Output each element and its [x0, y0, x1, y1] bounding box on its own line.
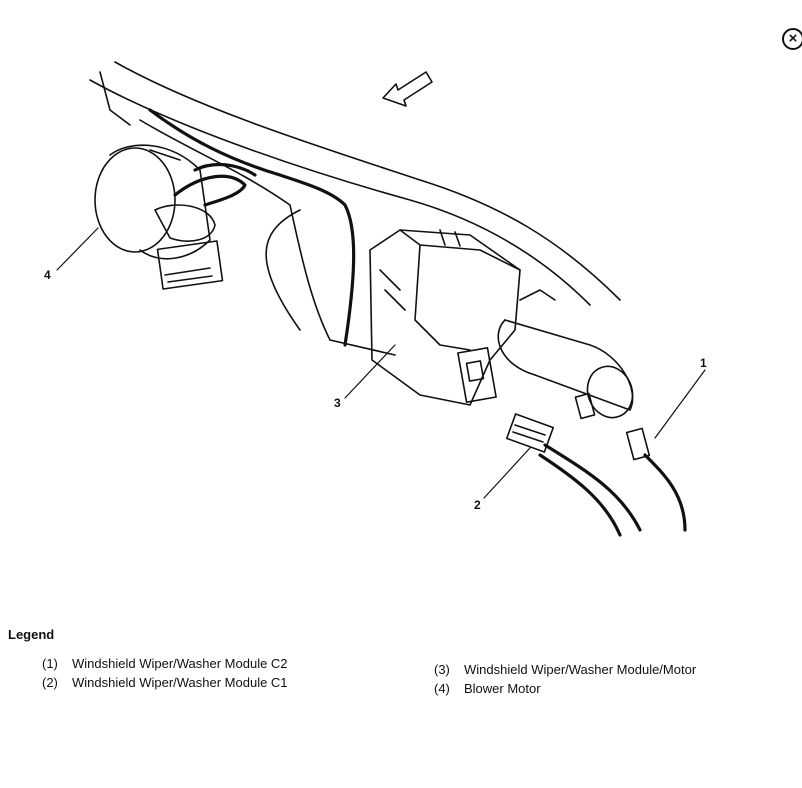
- legend-title: Legend: [8, 627, 55, 642]
- callout-1: 1: [700, 356, 707, 370]
- callout-2: 2: [474, 498, 481, 512]
- legend-item: (2)Windshield Wiper/Washer Module C1: [42, 675, 288, 690]
- wiring-harness: [148, 108, 356, 347]
- wiper-module-diagram: [56, 61, 706, 537]
- connector-c1: [505, 413, 642, 537]
- callout-leader-lines: [56, 227, 706, 499]
- wiper-motor-cylinder: [497, 289, 634, 420]
- wiper-module-housing: [369, 229, 521, 406]
- legend-item: (1)Windshield Wiper/Washer Module C2: [42, 656, 288, 671]
- connector-c2: [625, 427, 687, 532]
- legend-item: (4)Blower Motor: [434, 681, 541, 696]
- cowl-panel-outline: [89, 61, 621, 356]
- callout-4: 4: [44, 268, 51, 282]
- legend-column-left: (1)Windshield Wiper/Washer Module C2 (2)…: [42, 654, 288, 692]
- blower-motor-drawing: [94, 144, 224, 290]
- front-arrow-icon: [382, 71, 433, 107]
- callout-3: 3: [334, 396, 341, 410]
- close-icon[interactable]: ×: [782, 28, 802, 50]
- legend-item: (3)Windshield Wiper/Washer Module/Motor: [434, 662, 697, 677]
- legend-column-right: (3)Windshield Wiper/Washer Module/Motor …: [434, 660, 696, 698]
